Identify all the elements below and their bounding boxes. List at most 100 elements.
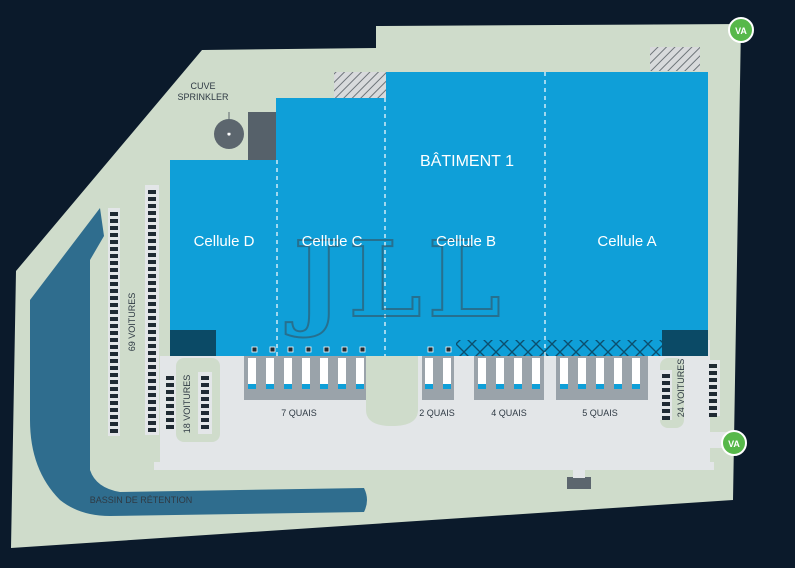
parking-stall xyxy=(110,401,118,405)
parking-stall xyxy=(110,219,118,223)
dock-bay xyxy=(302,358,310,388)
parking-stall xyxy=(110,422,118,426)
parking-stall xyxy=(148,267,156,271)
parking-stall xyxy=(110,261,118,265)
parking-strip-18 xyxy=(164,372,176,434)
parking-stall xyxy=(709,413,717,417)
parking-stall xyxy=(148,253,156,257)
parking-stall xyxy=(148,190,156,194)
parking-stall xyxy=(148,295,156,299)
parking-stall xyxy=(110,359,118,363)
loading-docks xyxy=(244,346,648,400)
parking-stall xyxy=(110,380,118,384)
technical-room-right xyxy=(662,330,708,356)
parking-stall xyxy=(110,387,118,391)
dock-bay xyxy=(514,358,522,388)
parking-stall xyxy=(110,296,118,300)
parking-stall xyxy=(148,309,156,313)
parking-stall xyxy=(201,376,209,380)
parking-stall xyxy=(148,260,156,264)
parking-stall xyxy=(148,232,156,236)
dock-bay xyxy=(532,358,540,388)
dock-door xyxy=(284,384,292,389)
parking-stall xyxy=(110,324,118,328)
parking-stall xyxy=(110,317,118,321)
cell-c-label: Cellule C xyxy=(302,233,363,250)
parking-stall xyxy=(709,364,717,368)
dock-marker xyxy=(359,346,366,353)
parking-stall xyxy=(662,388,670,392)
parking-stall xyxy=(110,352,118,356)
access-marker-right[interactable]: VA xyxy=(721,430,747,456)
parking-stall xyxy=(709,385,717,389)
access-marker-top-label: VA xyxy=(735,26,747,36)
dock-door xyxy=(514,384,522,389)
parking-stall xyxy=(110,289,118,293)
parking-stall xyxy=(148,323,156,327)
gatehouse xyxy=(567,477,591,489)
parking-stall xyxy=(148,204,156,208)
parking-stall xyxy=(662,409,670,413)
parking-stall xyxy=(148,407,156,411)
docks-7-label: 7 QUAIS xyxy=(281,408,317,418)
parking-stall xyxy=(166,404,174,408)
parking-stall xyxy=(662,416,670,420)
dock-door xyxy=(320,384,328,389)
parking-stall xyxy=(201,397,209,401)
dock-door xyxy=(596,384,604,389)
parking-stall xyxy=(148,316,156,320)
parking-stall xyxy=(662,374,670,378)
parking-stall xyxy=(148,358,156,362)
sprinkler-label-2: SPRINKLER xyxy=(177,92,229,102)
dock-door xyxy=(356,384,364,389)
parking-stall xyxy=(709,392,717,396)
parking-stall xyxy=(110,240,118,244)
dock-bay xyxy=(578,358,586,388)
parking-stall xyxy=(110,212,118,216)
docks-4-label: 4 QUAIS xyxy=(491,408,527,418)
dock-door xyxy=(478,384,486,389)
access-marker-top[interactable]: VA xyxy=(728,17,754,43)
parking-stall xyxy=(110,303,118,307)
parking-stall xyxy=(110,282,118,286)
parking-18-label: 18 VOITURES xyxy=(182,375,192,434)
parking-stall xyxy=(110,408,118,412)
building-1 xyxy=(170,72,708,356)
parking-stall xyxy=(148,351,156,355)
parking-stall xyxy=(166,376,174,380)
parking-stall xyxy=(148,337,156,341)
dock-door xyxy=(532,384,540,389)
dock-bay xyxy=(632,358,640,388)
parking-stall xyxy=(148,239,156,243)
parking-stall xyxy=(201,390,209,394)
parking-strip-18b xyxy=(198,372,212,434)
dock-marker xyxy=(445,346,452,353)
parking-stall xyxy=(110,345,118,349)
dock-door xyxy=(338,384,346,389)
parking-stall xyxy=(709,371,717,375)
dock-marker xyxy=(341,346,348,353)
parking-stall xyxy=(110,268,118,272)
dock-bay xyxy=(425,358,433,388)
parking-stall xyxy=(166,418,174,422)
dock-door xyxy=(632,384,640,389)
cell-d-label: Cellule D xyxy=(194,233,255,250)
parking-stall xyxy=(709,406,717,410)
parking-stall xyxy=(148,421,156,425)
hatched-zone-2 xyxy=(650,47,700,71)
retention-basin xyxy=(30,208,367,516)
parking-stall xyxy=(110,331,118,335)
parking-stall xyxy=(662,381,670,385)
parking-stall xyxy=(148,211,156,215)
parking-stall xyxy=(201,418,209,422)
parking-stall xyxy=(148,400,156,404)
parking-stall xyxy=(148,414,156,418)
dock-bay xyxy=(614,358,622,388)
parking-stall xyxy=(148,379,156,383)
parking-stalls xyxy=(110,190,717,433)
dock-marker xyxy=(269,346,276,353)
dock-marker xyxy=(427,346,434,353)
parking-stall xyxy=(148,225,156,229)
grass-island-center xyxy=(366,356,418,426)
parking-stall xyxy=(148,218,156,222)
